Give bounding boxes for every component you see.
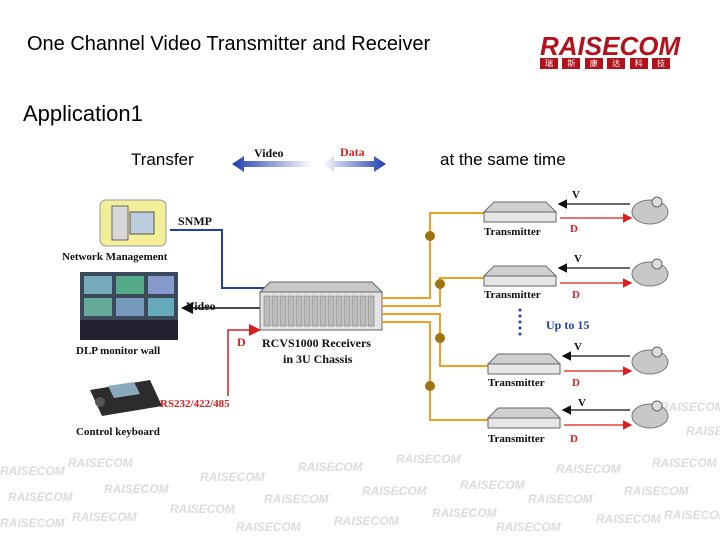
receivers-label-line1: RCVS1000 Receivers [262,336,371,350]
data-d-label: D [237,335,246,349]
transmitter-unit [482,201,558,223]
d-label: D [570,223,578,235]
logo-char: 斯 [562,58,581,69]
v-label: V [574,341,582,353]
logo-char: 瑞 [540,58,558,69]
watermark: RAISECOM [396,452,461,466]
watermark: RAISECOM [686,424,720,438]
network-diagram: SNMP Network Management Video D DLP moni… [62,189,669,445]
watermark: RAISECOM [72,510,137,524]
transmitter-label: Transmitter [488,377,545,389]
legend-arrows: Video Data [232,145,386,172]
transmitter-label: Transmitter [484,289,541,301]
transmitter-unit [486,407,562,429]
camera-icon [631,196,669,225]
transmitter-unit [482,265,558,287]
watermark: RAISECOM [556,462,621,476]
data-legend-label: Data [340,145,365,159]
watermark: RAISECOM [334,514,399,528]
camera-icon [631,346,669,375]
dlp-monitor-wall-label: DLP monitor wall [76,345,160,357]
raisecom-logo: RAISECOM [540,31,681,61]
fiber-connectors [425,231,445,391]
d-label: D [570,433,578,445]
control-keyboard-icon [90,380,162,416]
rs232-link [227,324,261,396]
v-label: V [574,253,582,265]
watermark: RAISECOM [460,478,525,492]
watermark: RAISECOM [362,484,427,498]
watermark: RAISECOM [264,492,329,506]
raisecom-logo-chinese: 瑞 斯 康 达 科 技 [540,58,670,70]
watermark: RAISECOM [624,484,689,498]
camera-icon [631,258,669,287]
logo-char: 科 [629,58,648,69]
same-time-label: at the same time [440,150,566,169]
page-title: One Channel Video Transmitter and Receiv… [27,33,431,55]
snmp-label: SNMP [178,214,212,228]
watermark: RAISECOM [432,506,497,520]
watermark: RAISECOM [0,464,65,478]
watermark: RAISECOM [0,516,65,530]
logo-char: 技 [651,58,670,69]
logo-char: 达 [607,58,626,69]
video-legend-arrow [232,156,312,172]
fiber-links [382,212,490,421]
watermark: RAISECOM [170,502,235,516]
snmp-link [170,229,265,289]
data-legend-arrow [322,156,386,172]
receivers-label-line2: in 3U Chassis [283,352,353,366]
network-management-label: Network Management [62,251,168,263]
watermark: RAISECOM [104,482,169,496]
v-label: V [578,397,586,409]
dlp-monitor-wall-icon [80,272,178,340]
network-management-pc-icon [99,199,167,247]
transmitter-label: Transmitter [488,433,545,445]
watermark: RAISECOM [652,456,717,470]
watermark: RAISECOM [660,400,720,414]
video-legend-label: Video [254,146,284,160]
logo-char: 康 [584,58,603,69]
transmitter-unit [486,353,562,375]
section-heading: Application1 [23,101,143,126]
rs232-label: RS232/422/485 [160,398,230,410]
transfer-label: Transfer [131,150,194,169]
watermark: RAISECOM [298,460,363,474]
up-to-label: Up to 15 [546,318,589,332]
camera-icon [631,400,669,429]
v-label: V [572,189,580,201]
d-label: D [572,377,580,389]
d-label: D [572,289,580,301]
video-output-label: Video [186,299,216,313]
ellipsis-dots [518,308,522,336]
watermark: RAISECOM [664,508,720,522]
watermark: RAISECOM [528,492,593,506]
receiver-chassis-icon [258,281,384,331]
watermark: RAISECOM [200,470,265,484]
watermark: RAISECOM [8,490,73,504]
watermark: RAISECOM [68,456,133,470]
control-keyboard-label: Control keyboard [76,426,160,438]
watermark: RAISECOM [596,512,661,526]
watermark: RAISECOM [236,520,301,534]
transmitter-label: Transmitter [484,226,541,238]
watermark: RAISECOM [496,520,561,534]
